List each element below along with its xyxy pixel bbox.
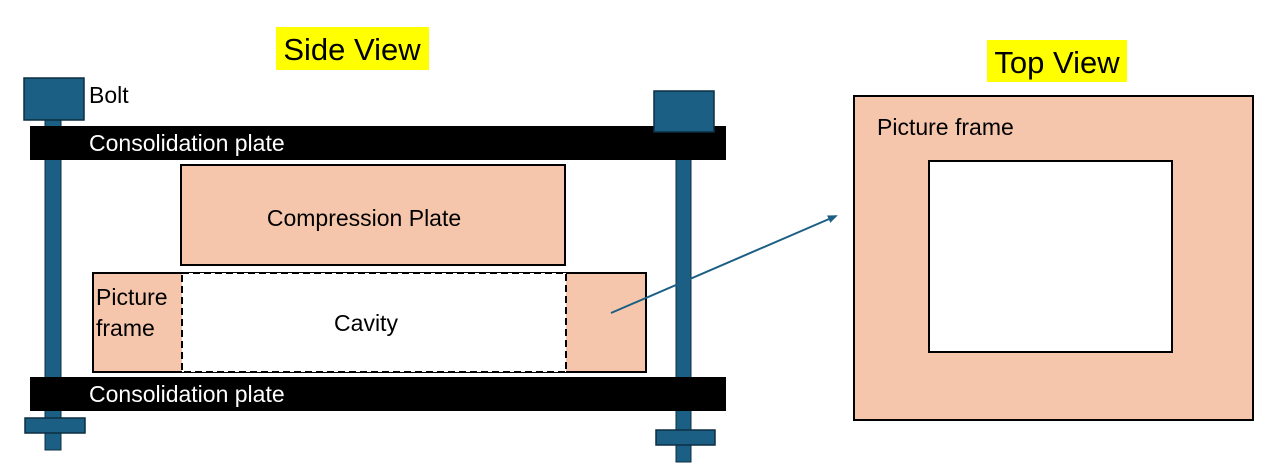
bottom-consolidation-plate-label: Consolidation plate (89, 381, 285, 407)
compression-plate (180, 164, 566, 266)
compression-plate-label: Compression Plate (267, 205, 461, 231)
side-view: Side View Consolidation plate Consolidat… (23, 27, 838, 463)
right-bolt-shaft (675, 129, 692, 463)
side-view-title-highlight (276, 27, 429, 70)
connector-arrow (610, 215, 838, 314)
cavity-label: Cavity (334, 310, 398, 336)
top-consolidation-plate (30, 126, 726, 160)
bolt-label: Bolt (89, 82, 129, 108)
picture-frame-top-label: Picture frame (877, 114, 1014, 140)
right-bolt-head (653, 90, 715, 133)
cavity (181, 272, 567, 373)
picture-frame-opening (928, 160, 1173, 353)
top-consolidation-plate-label: Consolidation plate (89, 130, 285, 156)
top-view-title-highlight (987, 40, 1127, 82)
top-view-title: Top View (994, 45, 1120, 80)
picture-frame-side-label-line2: frame (96, 315, 155, 341)
left-bolt-head (23, 77, 85, 121)
picture-frame-side-label-line1: Picture (96, 284, 168, 310)
right-bolt-nut (655, 429, 716, 446)
side-view-title: Side View (283, 32, 421, 67)
left-bolt-nut (24, 417, 86, 434)
bottom-consolidation-plate (30, 377, 726, 411)
top-view: Top View Picture frame (853, 40, 1254, 421)
